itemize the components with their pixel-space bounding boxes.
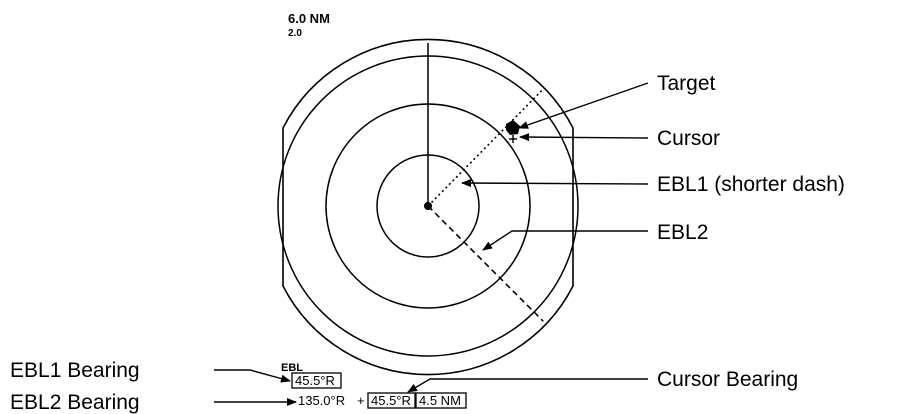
ebl1-line [427, 63, 569, 207]
range-ring-1 [376, 154, 480, 258]
ebl2-line [427, 205, 571, 349]
ring-interval-label: 2.0 [288, 28, 302, 39]
callout-cursor-bearing: Cursor Bearing [657, 368, 798, 391]
ebl1-bearing-value: 45.5°R [295, 373, 335, 388]
cursor-leader [519, 133, 649, 142]
scope-frame [282, 38, 574, 376]
cursor-range-box [415, 392, 467, 409]
target-leader [518, 82, 649, 129]
cursor-range-value: 4.5 NM [419, 393, 461, 408]
callout-ebl1-bearing: EBL1 Bearing [10, 359, 140, 382]
radar-scope [277, 38, 579, 376]
callout-ebl2-bearing: EBL2 Bearing [10, 391, 140, 414]
ebl-header: EBL [281, 362, 303, 374]
range-ring-3 [277, 55, 579, 357]
target-echo [506, 120, 520, 135]
callout-leaders [214, 82, 649, 406]
ebl2-leader [482, 230, 648, 251]
ebl1-bearing-leader [214, 369, 291, 383]
callout-ebl2: EBL2 [657, 221, 708, 244]
cursor-bearing-box [367, 392, 416, 409]
callout-cursor: Cursor [657, 127, 720, 150]
range-label: 6.0 NM [288, 11, 330, 26]
callout-target: Target [657, 72, 716, 95]
cursor-bearing-value: 45.5°R [371, 393, 411, 408]
range-ring-2 [325, 103, 531, 309]
own-ship-dot [424, 202, 432, 210]
ebl2-bearing-value: 135.0°R [298, 393, 345, 408]
ebl-readout: EBL 45.5°R 135.0°R + 45.5°R 4.5 NM [281, 362, 467, 409]
cursor-mark [509, 135, 517, 143]
callout-ebl1: EBL1 (shorter dash) [657, 173, 845, 196]
ebl1-leader [461, 179, 649, 188]
plus-sign: + [357, 393, 365, 408]
ebl1-bearing-box [291, 372, 342, 389]
cursor-bearing-leader [407, 378, 648, 393]
